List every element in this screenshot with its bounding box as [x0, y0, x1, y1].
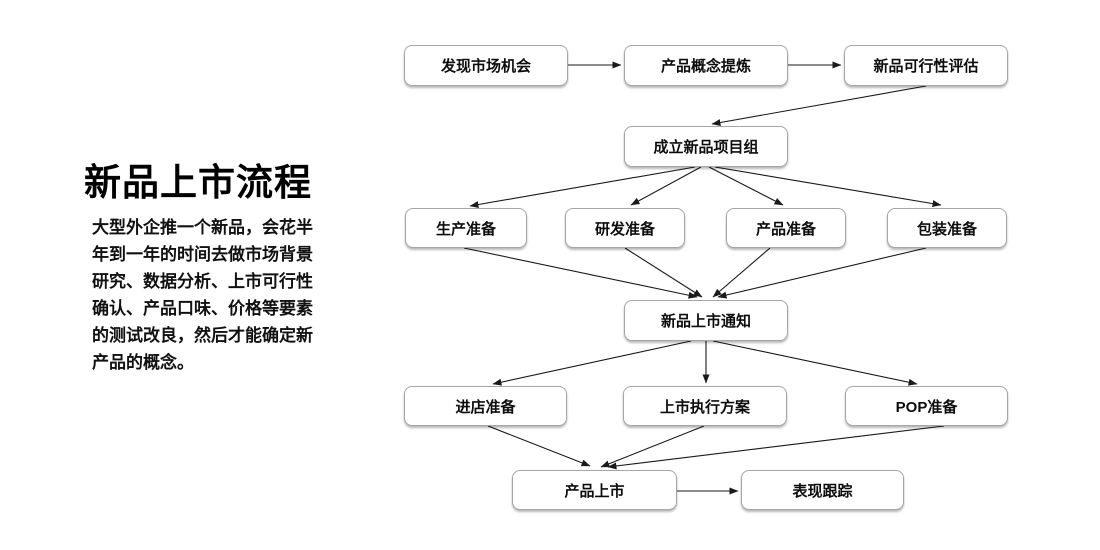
flow-node-tracking: 表现跟踪 — [741, 470, 904, 510]
flow-node-launch: 产品上市 — [512, 470, 677, 510]
flow-node-team: 成立新品项目组 — [624, 126, 788, 167]
flow-node-discover: 发现市场机会 — [404, 45, 568, 86]
connector-team-packaging — [714, 166, 942, 208]
connector-rnd-notice — [624, 247, 703, 298]
flow-node-pop: POP准备 — [845, 386, 1008, 426]
connector-team-production — [469, 166, 696, 208]
flow-node-packaging: 包装准备 — [887, 208, 1007, 248]
connector-notice-instore — [492, 340, 692, 386]
flow-node-rnd: 研发准备 — [565, 208, 685, 248]
connector-feasibility-team — [711, 85, 927, 126]
page-title: 新品上市流程 — [84, 162, 312, 203]
connector-product-notice — [712, 247, 771, 298]
flow-node-product: 产品准备 — [726, 208, 846, 248]
flow-node-instore: 进店准备 — [404, 386, 567, 426]
flow-node-feasibility: 新品可行性评估 — [844, 45, 1008, 86]
connector-team-rnd — [630, 166, 702, 206]
connector-packaging-notice — [717, 247, 927, 299]
flow-node-production: 生产准备 — [405, 208, 527, 248]
connector-pop-launch — [607, 425, 945, 470]
flow-node-execution: 上市执行方案 — [623, 386, 787, 426]
connector-team-product — [708, 166, 784, 206]
flow-node-concept: 产品概念提炼 — [624, 45, 788, 86]
intro-paragraph: 大型外企推一个新品，会花半 年到一年的时间去做市场背景 研究、数据分析、上市可行… — [92, 218, 313, 372]
connector-execution-launch — [600, 425, 705, 468]
flow-node-notice: 新品上市通知 — [624, 300, 788, 341]
connector-production-notice — [463, 247, 698, 299]
connector-instore-launch — [487, 425, 591, 467]
connector-notice-pop — [712, 340, 918, 386]
